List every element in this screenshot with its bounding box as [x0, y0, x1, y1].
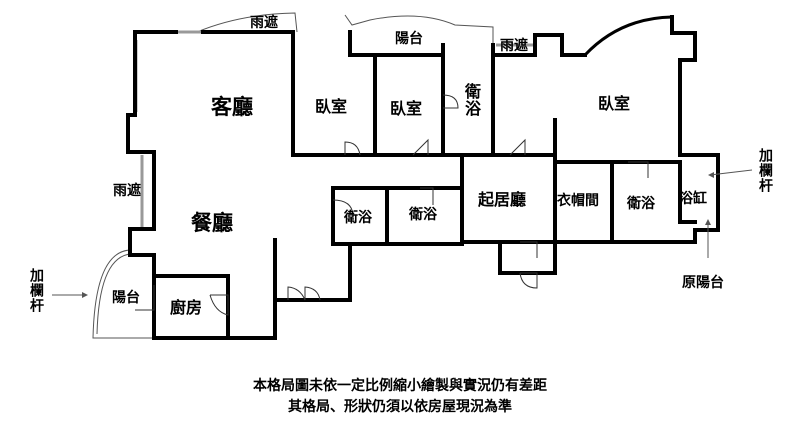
outer-wall-left [126, 30, 277, 340]
room-label-living: 客廳 [211, 95, 253, 119]
room-label-dining: 餐廳 [191, 211, 233, 235]
room-label-balcony-top: 陽台 [395, 31, 423, 47]
room-label-bath-mid: 衛浴 [409, 207, 437, 223]
entrance-double-door[interactable] [287, 286, 321, 301]
door-master[interactable] [509, 138, 526, 156]
door-bath-left[interactable] [332, 199, 354, 216]
room-label-bedroom-1: 臥室 [315, 97, 348, 116]
awning-label-top: 雨遮 [250, 15, 278, 31]
door-storage[interactable] [520, 241, 538, 258]
door-kitchen[interactable] [209, 294, 229, 316]
lower-wall [274, 153, 464, 302]
arrow-railing-right [709, 169, 753, 176]
family-room-walls [460, 153, 557, 275]
room-label-bath-left: 衛浴 [344, 210, 372, 226]
door-balcony-left[interactable] [135, 285, 155, 311]
railing-label-right: 加欄杆 [757, 148, 773, 193]
door-bedroom-2[interactable] [412, 138, 429, 156]
door-bath-master[interactable] [628, 161, 649, 178]
room-label-balcony-left: 陽台 [112, 290, 140, 306]
door-bedroom-1[interactable] [344, 141, 361, 156]
door-bath-mid[interactable] [420, 187, 434, 205]
disclaimer-line-2: 其格局、形狀仍須以依房屋現況為準 [288, 399, 512, 415]
balcony-top-outline [344, 14, 494, 45]
curved-window [583, 15, 673, 57]
awning-label-left: 雨遮 [113, 183, 141, 199]
room-label-bathtub: 浴缸 [679, 191, 707, 207]
room-label-family-room: 起居廳 [478, 190, 527, 209]
original-balcony-label: 原陽台 [682, 275, 724, 291]
awning-label-top-right: 雨遮 [500, 38, 528, 54]
door-exterior[interactable] [519, 272, 538, 289]
bedroom-walls [201, 30, 587, 157]
room-label-closet: 衣帽間 [557, 193, 599, 209]
room-label-bath-upper: 衛浴 [462, 83, 481, 117]
balcony-left-outline [92, 249, 154, 339]
room-label-kitchen: 廚房 [170, 298, 203, 317]
master-bedroom-walls [553, 15, 720, 244]
room-label-master-bedroom: 臥室 [598, 94, 631, 113]
room-label-bedroom-2: 臥室 [390, 99, 423, 118]
disclaimer-line-1: 本格局圖未依一定比例縮小繪製與實況仍有差距 [253, 378, 547, 394]
railing-label-left: 加欄杆 [28, 268, 44, 313]
room-label-bath-master: 衛浴 [627, 196, 655, 212]
door-bath-upper[interactable] [442, 94, 459, 109]
kitchen-wall [152, 274, 230, 340]
awning-top-outline [196, 12, 298, 33]
